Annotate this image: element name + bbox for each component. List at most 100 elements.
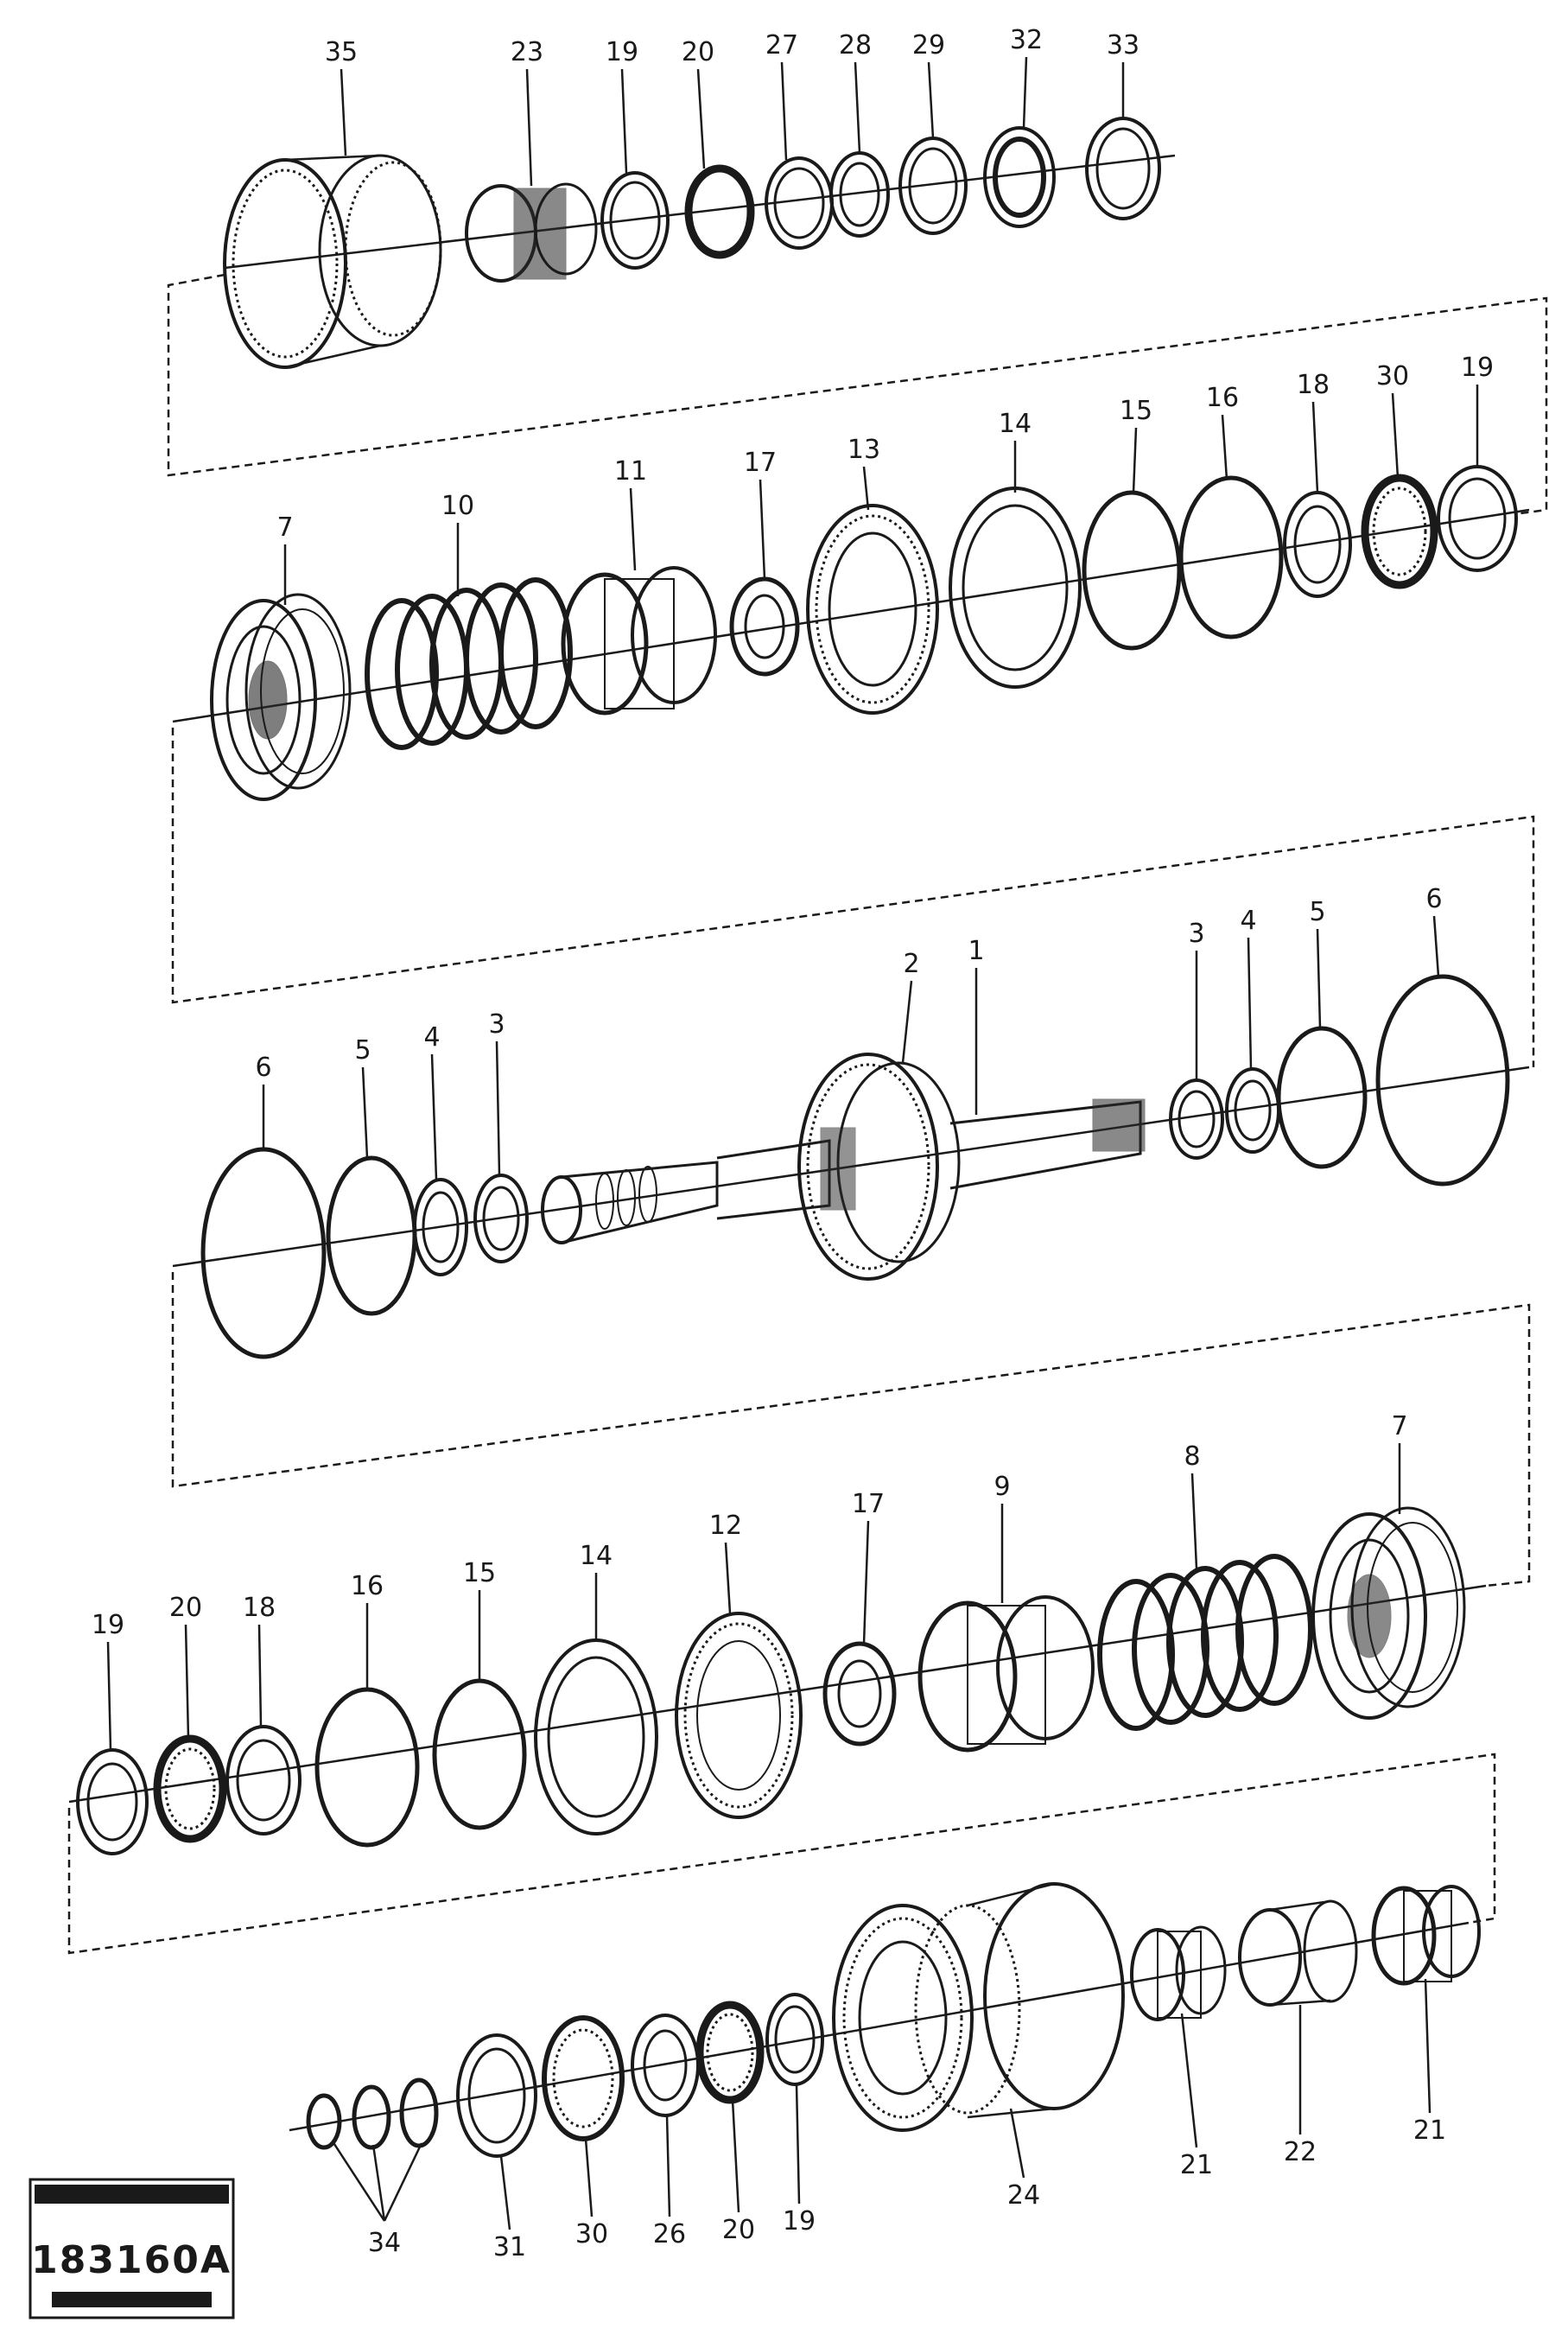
part-23-needle-bearing bbox=[465, 182, 598, 283]
part-14-disc bbox=[949, 487, 1082, 689]
label-13: 13 bbox=[847, 435, 880, 465]
part-7-clutch-drum bbox=[1311, 1506, 1466, 1720]
part-13-gear bbox=[806, 504, 939, 715]
label-4-right: 4 bbox=[1240, 906, 1256, 936]
label-17: 17 bbox=[744, 448, 777, 478]
label-29: 29 bbox=[912, 30, 945, 60]
label-21-right: 21 bbox=[1413, 2115, 1446, 2146]
legend-box: 183160A bbox=[29, 2178, 235, 2319]
label-34: 34 bbox=[368, 2228, 401, 2258]
label-27: 27 bbox=[765, 30, 798, 60]
part-24-drum-gear bbox=[832, 1882, 1125, 2132]
connector-4-5 bbox=[67, 1753, 1496, 1955]
part-15-ring bbox=[432, 1678, 527, 1830]
label-22: 22 bbox=[1284, 2137, 1317, 2167]
label-30: 30 bbox=[1376, 361, 1409, 391]
label-12: 12 bbox=[709, 1511, 742, 1541]
label-20-row5: 20 bbox=[722, 2215, 755, 2245]
part-6-ring-right bbox=[1375, 974, 1510, 1187]
label-4-left: 4 bbox=[423, 1022, 440, 1053]
part-10-clutch-discs bbox=[365, 577, 573, 750]
part-5-ring-left bbox=[326, 1155, 417, 1316]
label-28: 28 bbox=[839, 30, 872, 60]
part-number-labels: 35 23 19 20 27 28 29 32 33 7 10 11 17 13… bbox=[92, 25, 1494, 2262]
label-11: 11 bbox=[614, 456, 647, 487]
part-21-needle-bearing-left bbox=[1130, 1925, 1227, 2021]
legend-code: 183160A bbox=[31, 2238, 232, 2282]
part-12-gear bbox=[675, 1612, 803, 1819]
label-9: 9 bbox=[993, 1472, 1010, 1502]
connector-1-2 bbox=[167, 273, 1548, 515]
row-5-assembly bbox=[289, 1882, 1481, 2222]
label-19-row5: 19 bbox=[783, 2206, 816, 2236]
label-6-right: 6 bbox=[1425, 884, 1442, 914]
label-18-row4: 18 bbox=[243, 1593, 276, 1623]
label-15: 15 bbox=[1120, 396, 1152, 426]
label-18: 18 bbox=[1297, 370, 1330, 400]
part-18-washer bbox=[225, 1725, 302, 1836]
label-23: 23 bbox=[511, 37, 543, 67]
part-7-clutch-drum bbox=[210, 593, 352, 801]
label-17-row4: 17 bbox=[852, 1489, 885, 1519]
label-35: 35 bbox=[325, 37, 358, 67]
part-30-bearing bbox=[542, 2015, 625, 2141]
part-15-ring bbox=[1082, 490, 1182, 651]
label-3-right: 3 bbox=[1188, 919, 1204, 949]
part-16-ring bbox=[1178, 475, 1284, 639]
row-3-assembly bbox=[172, 974, 1530, 1359]
label-19-row2: 19 bbox=[1461, 353, 1494, 383]
part-22-sleeve bbox=[1238, 1899, 1358, 2007]
part-5-ring-right bbox=[1276, 1026, 1368, 1169]
part-17-washer bbox=[822, 1641, 897, 1746]
part-2-gear bbox=[797, 1053, 961, 1281]
label-16-row4: 16 bbox=[351, 1571, 384, 1601]
label-30-row5: 30 bbox=[575, 2219, 608, 2249]
label-10: 10 bbox=[441, 491, 474, 521]
connector-3-4 bbox=[171, 1272, 1531, 1587]
label-15-row4: 15 bbox=[463, 1558, 496, 1588]
part-4-ring-left bbox=[413, 1178, 468, 1276]
part-34-leader-fan bbox=[331, 2141, 423, 2222]
row-1-axis bbox=[224, 154, 1176, 270]
part-21-needle-bearing-right bbox=[1371, 1885, 1481, 1986]
label-14: 14 bbox=[999, 409, 1032, 439]
leader-lines bbox=[106, 56, 1479, 2230]
part-8-clutch-discs bbox=[1097, 1554, 1313, 1731]
part-9-needle-bearing bbox=[917, 1595, 1095, 1753]
part-19-washer bbox=[765, 1993, 824, 2086]
label-19-row4: 19 bbox=[92, 1610, 124, 1640]
label-19: 19 bbox=[606, 37, 638, 67]
part-11-needle-bearing bbox=[561, 566, 717, 716]
label-7-row4: 7 bbox=[1391, 1411, 1407, 1441]
label-2: 2 bbox=[903, 949, 919, 979]
connector-2-3 bbox=[171, 728, 1535, 1067]
part-16-ring bbox=[314, 1687, 420, 1848]
label-16: 16 bbox=[1206, 383, 1239, 413]
part-3-ring-left bbox=[473, 1174, 529, 1263]
label-6-left: 6 bbox=[255, 1053, 271, 1083]
label-14-row4: 14 bbox=[580, 1541, 613, 1571]
part-19-washer-left bbox=[76, 1748, 149, 1855]
label-8: 8 bbox=[1184, 1441, 1200, 1472]
part-34-washers bbox=[306, 2077, 439, 2150]
part-20-bearing bbox=[695, 2001, 765, 2104]
label-5-right: 5 bbox=[1309, 897, 1325, 927]
label-32: 32 bbox=[1010, 25, 1043, 55]
legend-header-bar bbox=[35, 2185, 229, 2204]
row-1-assembly bbox=[223, 117, 1176, 369]
label-20-row4: 20 bbox=[169, 1593, 202, 1623]
label-26: 26 bbox=[653, 2219, 686, 2249]
part-31-ring bbox=[456, 2033, 537, 2158]
label-24: 24 bbox=[1007, 2180, 1040, 2211]
part-35-drum-gear bbox=[223, 154, 442, 369]
part-14-disc bbox=[534, 1638, 658, 1836]
part-20-bearing bbox=[153, 1734, 227, 1843]
row-4-assembly bbox=[68, 1506, 1487, 1855]
label-31: 31 bbox=[493, 2232, 526, 2262]
label-21-left: 21 bbox=[1180, 2150, 1213, 2180]
label-7: 7 bbox=[276, 512, 293, 543]
label-20: 20 bbox=[682, 37, 714, 67]
label-1: 1 bbox=[968, 936, 984, 966]
row-2-assembly bbox=[172, 465, 1530, 801]
